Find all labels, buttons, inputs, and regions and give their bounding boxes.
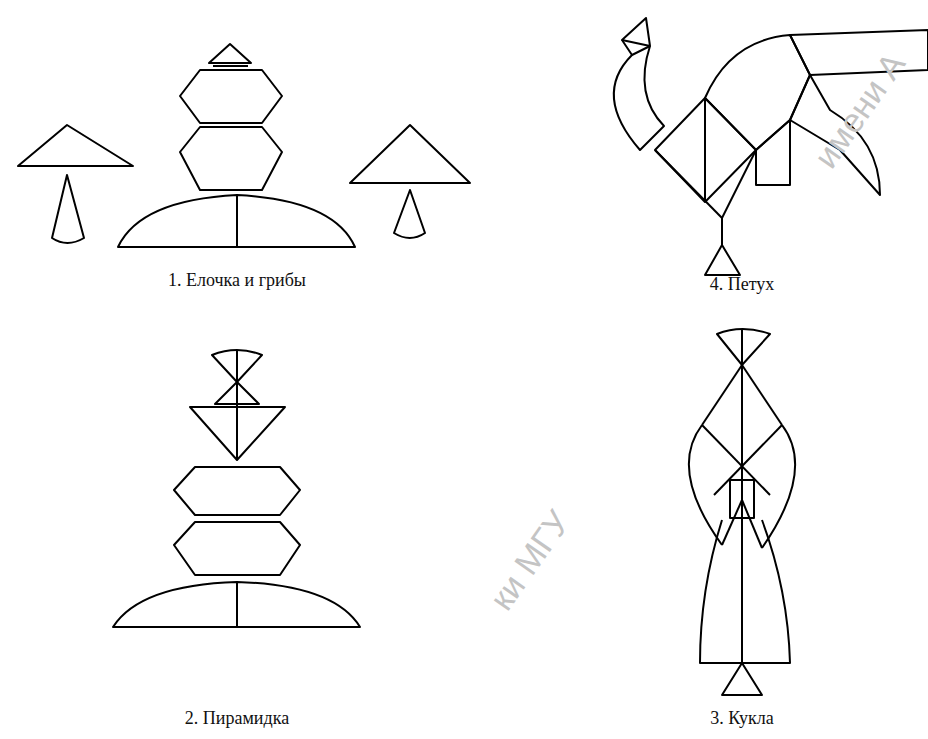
figure-caption: 3. Кукла (710, 708, 773, 729)
mushroom-figure (18, 125, 470, 243)
figure-caption: 4. Петух (710, 274, 775, 295)
watermark: ки МГУ (482, 503, 578, 617)
pyramid-figure (113, 350, 360, 627)
figure-caption: 1. Елочка и грибы (168, 270, 306, 291)
figure-caption: 2. Пирамидка (185, 708, 289, 729)
doll-figure (689, 329, 795, 695)
tree-figure (118, 44, 355, 247)
rooster-figure (614, 18, 928, 275)
watermark: имени А (806, 45, 913, 175)
